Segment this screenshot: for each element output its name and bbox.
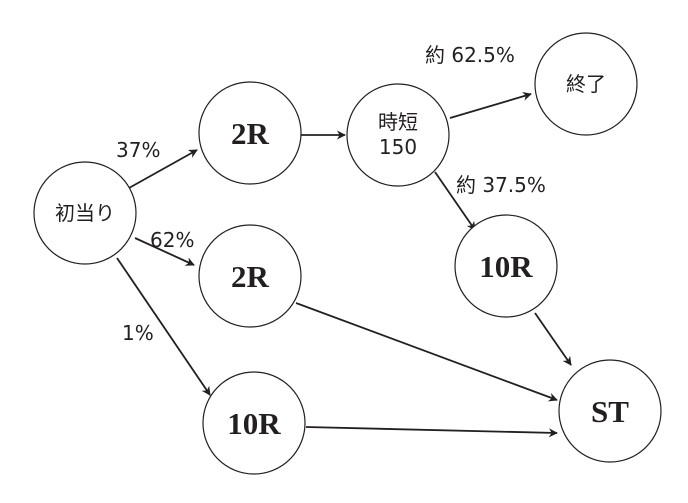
node-jitan-sublabel: 150 [379,135,417,159]
node-2r-middle: 2R [198,224,302,328]
edge-start-to-10r-bottom [116,257,211,396]
node-2r-top: 2R [198,81,302,185]
node-st: ST [558,359,662,463]
edge-label-62-5: 約 62.5% [425,43,515,67]
edge-label-37-5: 約 37.5% [456,173,546,197]
edge-2r-middle-to-st [295,302,558,402]
edge-10r-to-st [534,312,572,366]
node-end: 終了 [534,32,638,136]
node-jitan-label: 時短 [378,110,418,134]
node-start: 初当り [33,161,137,265]
edge-start-to-2r-top [128,149,198,189]
edge-label-37: 37% [116,138,160,162]
edge-10r-bottom-to-st [305,426,558,438]
node-2r-top-label: 2R [231,116,270,151]
node-jitan: 時短 150 [346,83,450,187]
node-10r-right: 10R [454,214,558,318]
edge-start-to-2r-middle [134,237,195,266]
node-end-label: 終了 [566,72,606,96]
node-start-label: 初当り [55,201,115,225]
node-2r-middle-label: 2R [231,259,270,294]
edge-label-62: 62% [150,228,194,252]
node-10r-bottom-label: 10R [227,406,281,441]
edge-jitan-to-10r [434,171,476,231]
node-st-label: ST [591,394,629,429]
node-10r-bottom: 10R [202,371,306,475]
edge-label-1: 1% [122,321,154,345]
node-10r-right-label: 10R [479,249,533,284]
edge-jitan-to-end [449,91,532,119]
